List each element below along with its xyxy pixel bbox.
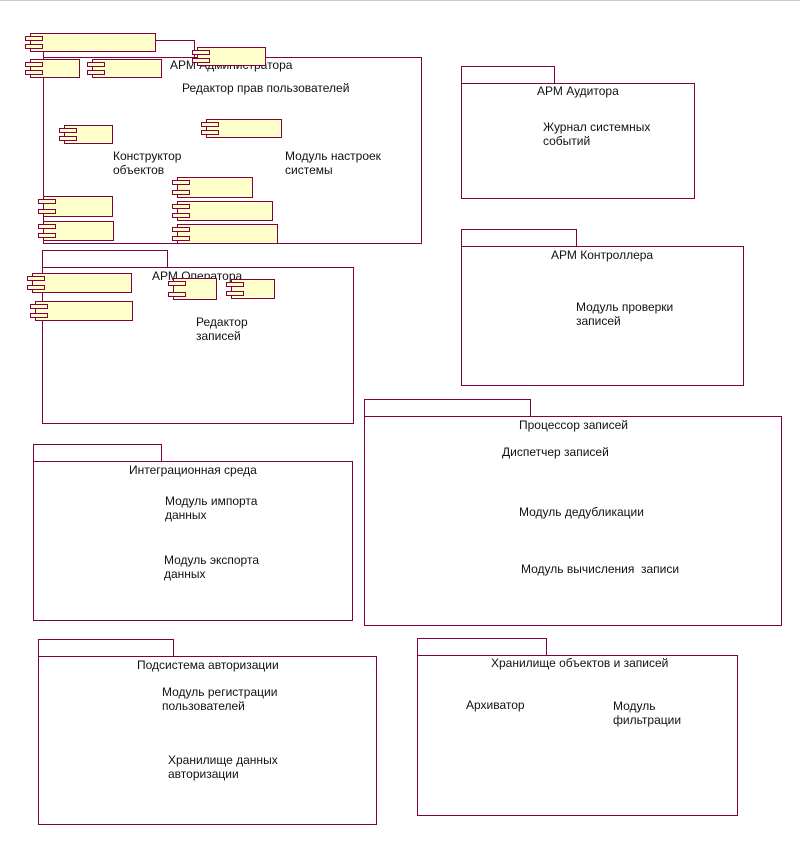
component-pin [30,304,48,309]
package-integration[interactable] [33,461,353,621]
package-tab-storage [417,638,547,656]
component-icon[interactable] [59,125,113,144]
component-icon[interactable] [201,119,282,138]
component-label-settings-module: Модуль настроек системы [285,149,381,177]
component-pin [38,209,56,214]
component-label-dedup-module: Модуль дедубликации [519,505,644,519]
component-pin [27,276,45,281]
component-label-export-module: Модуль экспорта данных [164,553,259,581]
component-pin [25,62,43,67]
component-label-rights-editor: Редактор прав пользователей [182,81,350,95]
component-pin [172,190,190,195]
package-title-integration: Интеграционная среда [129,463,257,477]
component-label-record-check: Модуль проверки записей [576,300,674,328]
component-icon[interactable] [38,221,114,241]
component-icon[interactable] [25,33,156,52]
component-pin [201,122,219,127]
component-pin [172,180,190,185]
component-pin [38,224,56,229]
package-auth[interactable] [38,656,377,825]
component-icon[interactable] [30,301,133,321]
component-icon[interactable] [27,273,132,293]
package-processor[interactable] [364,416,782,626]
component-icon[interactable] [226,279,275,299]
top-border [0,0,800,1]
component-label-user-registration: Модуль регистрации пользователей [162,685,278,713]
component-pin [172,204,190,209]
package-tab-controller [461,229,577,247]
package-title-controller: АРМ Контроллера [551,248,654,262]
component-label-filter-module: Модуль фильтрации [613,699,682,727]
package-tab-operator [42,250,168,268]
component-icon[interactable] [87,59,162,78]
component-pin [30,313,48,318]
component-pin [168,292,186,297]
package-title-storage: Хранилище объектов и записей [491,656,669,670]
component-pin [192,50,210,55]
component-pin [226,291,244,296]
component-pin [192,58,210,63]
package-tab-integration [33,444,162,462]
component-pin [172,236,190,241]
component-pin [25,44,43,49]
component-label-archiver: Архиватор [466,698,525,712]
component-pin [25,36,43,41]
package-title-auditor: АРМ Аудитора [537,84,619,98]
package-title-auth: Подсистема авторизации [137,658,279,672]
component-pin [87,62,105,67]
component-label-import-module: Модуль импорта данных [165,494,258,522]
component-pin [226,282,244,287]
component-label-object-constructor: Конструктор объектов [113,149,182,177]
component-pin [172,213,190,218]
component-pin [201,130,219,135]
component-icon[interactable] [172,177,253,198]
package-controller[interactable] [461,246,744,386]
component-icon[interactable] [192,47,266,66]
component-pin [38,233,56,238]
component-label-record-dispatcher: Диспетчер записей [502,445,609,459]
package-tab-auth [38,639,174,657]
component-pin [168,281,186,286]
component-pin [59,136,77,141]
component-pin [172,227,190,232]
component-label-calc-module: Модуль вычисления записи [521,562,680,576]
package-tab-processor [364,399,531,417]
component-pin [59,128,77,133]
component-pin [25,70,43,75]
component-label-auth-storage: Хранилище данных авторизации [168,753,278,781]
component-pin [87,70,105,75]
package-storage[interactable] [417,655,738,816]
component-icon[interactable] [38,196,113,217]
component-icon[interactable] [168,278,217,300]
component-icon[interactable] [172,201,273,221]
component-icon[interactable] [25,59,80,78]
package-title-processor: Процессор записей [519,418,628,432]
component-label-event-log: Журнал системных событий [543,120,651,148]
component-icon[interactable] [172,224,278,244]
package-auditor[interactable] [461,83,695,199]
component-label-record-editor: Редактор записей [196,315,248,343]
component-pin [38,199,56,204]
package-tab-auditor [461,66,555,84]
component-pin [27,285,45,290]
